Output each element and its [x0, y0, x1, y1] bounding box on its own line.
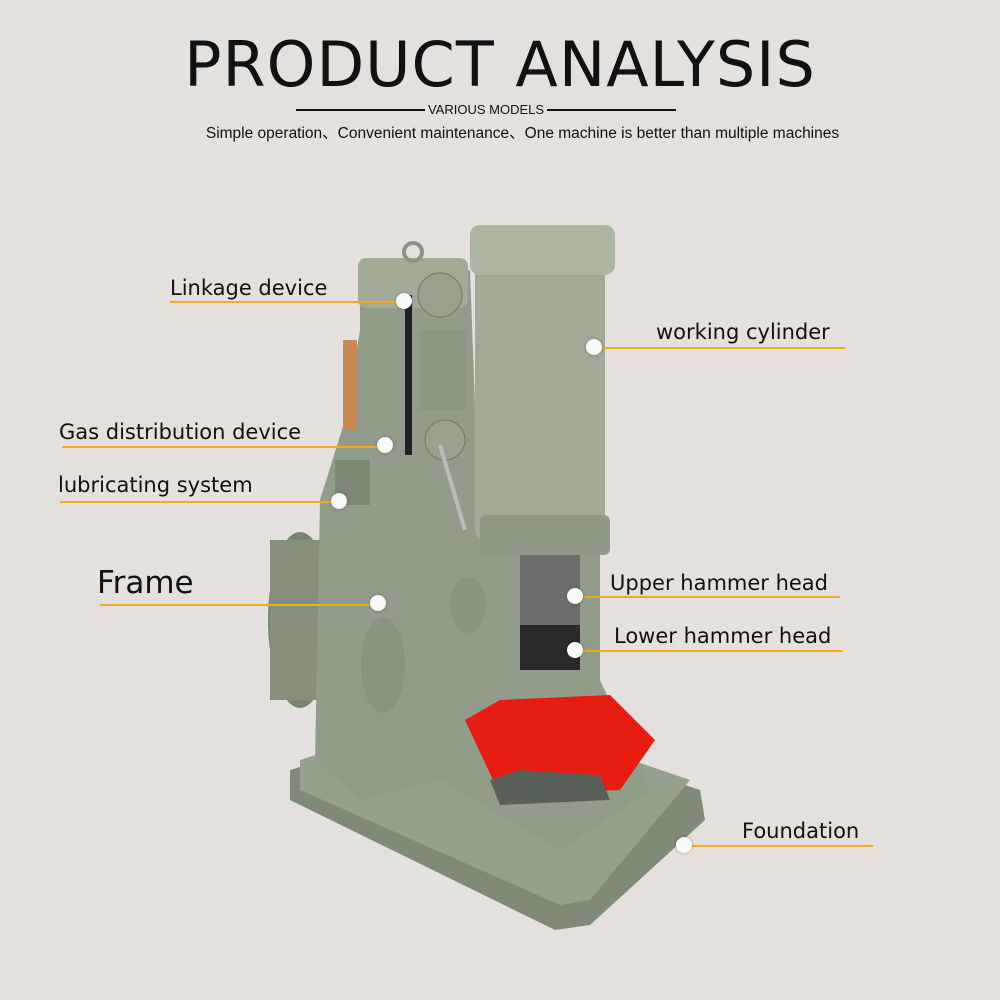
- label-lubricating-system: lubricating system: [58, 473, 253, 497]
- page-title: PRODUCT ANALYSIS: [184, 28, 816, 101]
- marker-dot: [676, 837, 692, 853]
- label-linkage-device: Linkage device: [170, 276, 328, 300]
- label-upper-hammer-head: Upper hammer head: [610, 571, 829, 595]
- marker-dot: [370, 595, 386, 611]
- models-label: VARIOUS MODELS: [427, 102, 545, 117]
- leader-line: [575, 650, 843, 652]
- marker-dot: [567, 642, 583, 658]
- leader-line: [62, 446, 382, 448]
- marker-dot: [377, 437, 393, 453]
- label-frame: Frame: [97, 565, 194, 601]
- marker-dot: [396, 293, 412, 309]
- leader-line: [60, 501, 340, 503]
- leader-line: [685, 845, 873, 847]
- leader-line: [595, 347, 845, 349]
- leader-line: [170, 301, 405, 303]
- models-divider: VARIOUS MODELS: [296, 102, 676, 117]
- label-foundation: Foundation: [742, 819, 860, 843]
- marker-dot: [567, 588, 583, 604]
- leader-line: [575, 596, 840, 598]
- divider-line: [296, 108, 425, 111]
- marker-dot: [586, 339, 602, 355]
- divider-line: [547, 108, 676, 111]
- marker-dot: [331, 493, 347, 509]
- leader-line: [100, 604, 380, 606]
- label-gas-distribution-device: Gas distribution device: [59, 420, 302, 444]
- subtitle: Simple operation、Convenient maintenance、…: [205, 125, 840, 142]
- label-working-cylinder: working cylinder: [656, 320, 830, 344]
- label-lower-hammer-head: Lower hammer head: [614, 624, 832, 648]
